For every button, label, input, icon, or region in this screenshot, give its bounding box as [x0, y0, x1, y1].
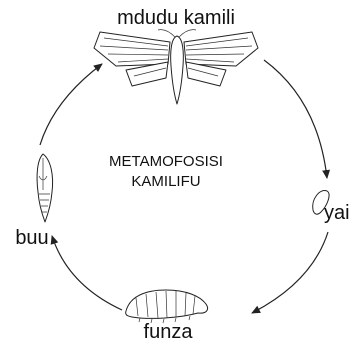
arrow-larva-to-pupa: [52, 236, 122, 310]
arrow-pupa-to-adult: [40, 64, 102, 145]
pupa-icon: [37, 154, 53, 222]
adult-stage-label: mdudu kamili: [117, 7, 235, 29]
larva-stage-label: funza: [144, 321, 194, 343]
arrow-egg-to-larva: [252, 232, 328, 313]
egg-stage-label: yai: [324, 202, 350, 224]
pupa-stage-label: buu: [15, 227, 48, 249]
larva-icon: [126, 290, 208, 323]
moth-icon: [94, 30, 258, 104]
diagram-title-line-2: KAMILIFU: [131, 173, 200, 190]
diagram-title-line-1: METAMOFOSISI: [109, 153, 223, 170]
arrow-adult-to-egg: [264, 60, 327, 178]
